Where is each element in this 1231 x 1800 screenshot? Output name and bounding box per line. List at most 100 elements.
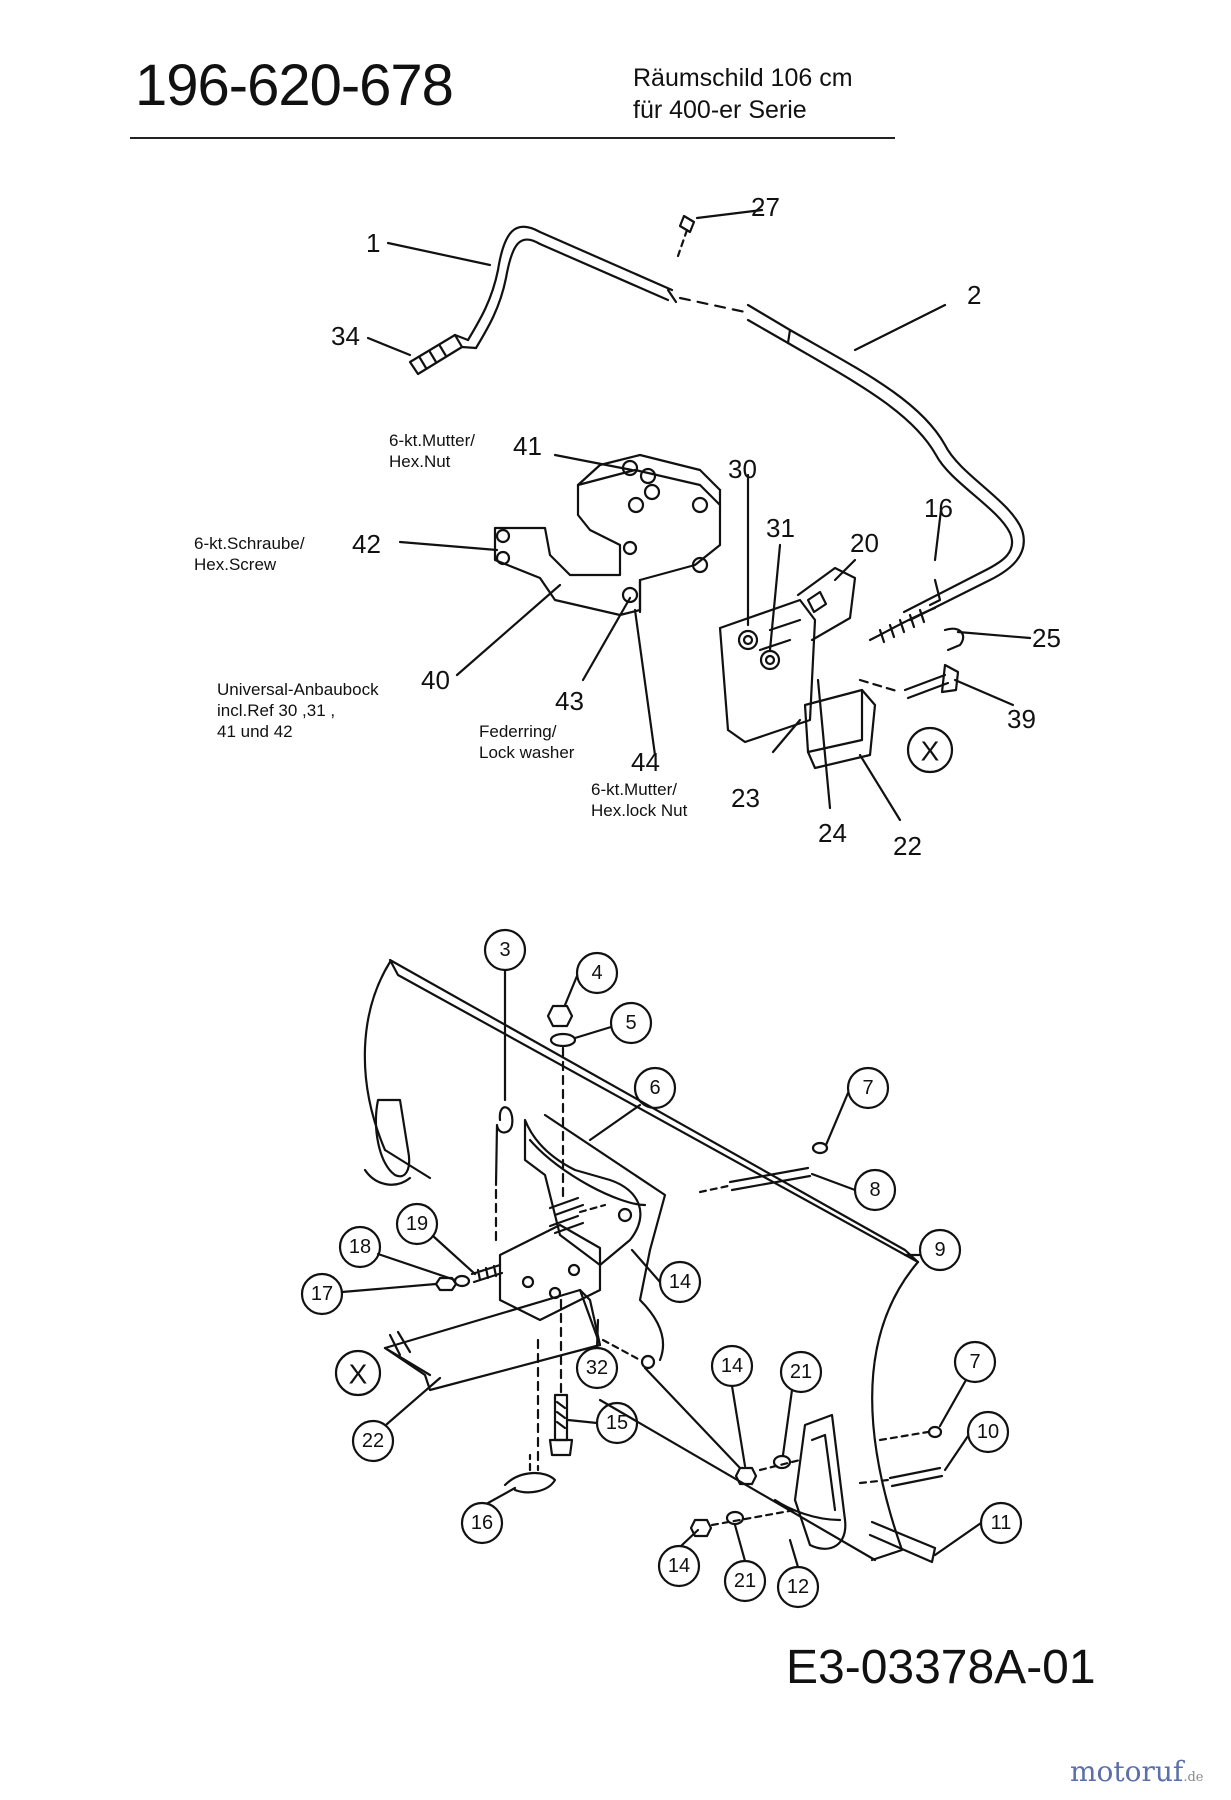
connection-marker-upper: [906, 726, 954, 774]
clip-16: [503, 1472, 557, 1494]
label-22: 22: [893, 831, 922, 861]
callout-9: [918, 1228, 962, 1272]
blade-left-curve: [363, 960, 392, 1152]
label-31: 31: [766, 513, 795, 543]
brand-suffix: .de: [1183, 1770, 1204, 1785]
washer-7a: [811, 1141, 829, 1155]
callout-label-22: 22: [362, 1430, 384, 1452]
handle-grip: [408, 333, 464, 376]
upper-part-labels: 1 2 16 20 22 23 24 25 27 30 31 34 39 40 …: [331, 192, 1061, 861]
bolt-10: [888, 1466, 944, 1488]
label-42: 42: [352, 529, 381, 559]
callout-label-3: 3: [499, 939, 510, 961]
title-line-1: Räumschild 106 cm: [633, 64, 853, 92]
pivot-plate: [718, 598, 817, 744]
label-24: 24: [818, 818, 847, 848]
callout-5: [609, 1001, 653, 1045]
nut-14b: [734, 1466, 758, 1486]
label-40: 40: [421, 665, 450, 695]
label-1: 1: [366, 228, 380, 258]
callout-7b: [953, 1340, 997, 1384]
handle-upper-tube-inner: [474, 238, 670, 350]
callout-label-12: 12: [787, 1576, 809, 1598]
part-number: 196-620-678: [135, 53, 454, 118]
mounting-bracket: [493, 468, 722, 617]
label-16: 16: [924, 493, 953, 523]
note-hex-lock-nut: 6-kt.Mutter/ Hex.lock Nut: [591, 780, 688, 820]
label-34: 34: [331, 321, 360, 351]
callout-label-5: 5: [625, 1012, 636, 1034]
blade-top-edge: [388, 958, 920, 1264]
callout-22: [351, 1419, 395, 1463]
brand-watermark: motoruf.de: [1070, 1755, 1203, 1788]
part-outlines: [300, 208, 1032, 1609]
callout-label-21a: 21: [790, 1361, 812, 1383]
title-line-2: für 400-er Serie: [633, 96, 807, 124]
callout-label-17: 17: [311, 1283, 333, 1305]
nut-14c: [689, 1518, 713, 1538]
blade-right-curve: [870, 1260, 920, 1562]
washer-31: [759, 649, 781, 671]
label-23: 23: [731, 783, 760, 813]
spring-19: [470, 1263, 504, 1284]
callout-label-32: 32: [586, 1357, 608, 1379]
bracket-20: [796, 566, 857, 642]
socket-22: [803, 688, 877, 770]
bolts-plate: [548, 1196, 585, 1235]
callout-16: [460, 1501, 504, 1545]
note-hex-screw: 6-kt.Schraube/ Hex.Screw: [194, 534, 305, 574]
pivot-plate-6: [523, 1118, 642, 1267]
callout-14c: [657, 1544, 701, 1588]
label-41: 41: [513, 431, 542, 461]
note-mount: Universal-Anbaubock incl.Ref 30 ,31 , 41…: [217, 680, 379, 741]
callout-label-21b: 21: [734, 1570, 756, 1592]
bolt-39: [903, 673, 950, 700]
callout-18: [338, 1225, 382, 1269]
washer-5: [549, 1032, 577, 1048]
callout-10: [966, 1410, 1010, 1454]
connection-marker-lower-label: X: [349, 1359, 368, 1390]
bolt-8: [728, 1166, 812, 1192]
skid-left: [374, 1098, 411, 1178]
handle-lower-tube: [746, 303, 1025, 622]
label-2: 2: [967, 280, 981, 310]
callout-6: [633, 1066, 677, 1110]
handle-join-dashed: [678, 296, 747, 314]
label-39: 39: [1007, 704, 1036, 734]
callout-label-14a: 14: [669, 1271, 691, 1293]
callout-label-14c: 14: [668, 1555, 690, 1577]
nut-4: [546, 1004, 574, 1028]
callout-7a: [846, 1066, 890, 1110]
washer-18: [453, 1274, 471, 1288]
callout-label-14b: 14: [721, 1355, 743, 1377]
pin-3: [494, 1106, 514, 1187]
connection-marker-upper-label: X: [921, 736, 940, 767]
callout-label-11: 11: [991, 1512, 1012, 1534]
callout-4: [575, 951, 619, 995]
label-20: 20: [850, 528, 879, 558]
label-43: 43: [555, 686, 584, 716]
label-25: 25: [1032, 623, 1061, 653]
callout-21a: [779, 1350, 823, 1394]
label-27: 27: [751, 192, 780, 222]
handle-lower-tube-inner: [746, 318, 1014, 614]
callout-label-18: 18: [349, 1236, 371, 1258]
callout-label-16: 16: [471, 1512, 493, 1534]
callout-label-8: 8: [869, 1179, 880, 1201]
wear-strip-11: [868, 1520, 937, 1564]
callout-label-9: 9: [934, 1239, 945, 1261]
washer-21a: [772, 1454, 792, 1470]
nut-14a: [640, 1354, 656, 1370]
hinge-bracket: [498, 1223, 602, 1322]
callout-label-7b: 7: [969, 1351, 980, 1373]
label-44: 44: [631, 747, 660, 777]
screw-27: [678, 214, 696, 234]
callout-label-7a: 7: [862, 1077, 873, 1099]
callout-19: [395, 1202, 439, 1246]
skid-right: [793, 1413, 847, 1550]
spring-16: [878, 608, 926, 644]
lower-part-labels: 3 4 5 6 7 8 9 7 10 11 12 14 14 14 15 16 …: [311, 939, 1012, 1598]
header-divider: [130, 137, 895, 139]
nut-30: [737, 629, 759, 651]
